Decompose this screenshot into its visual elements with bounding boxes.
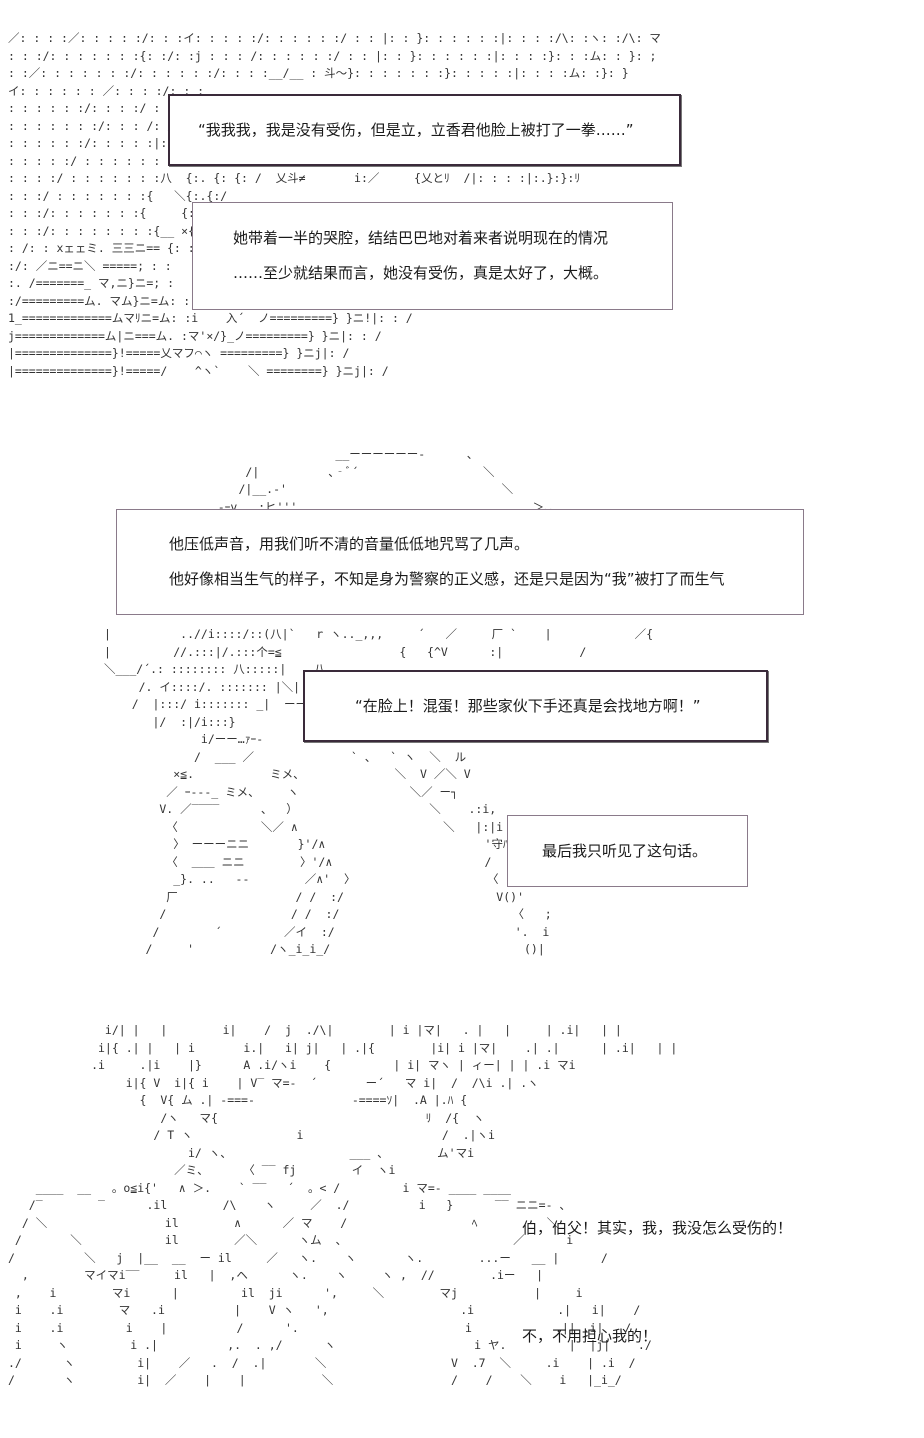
- ascii-art-panel-3: i/| | | i| / j ./\| | i |マ| . | | | .i| …: [8, 1023, 678, 1387]
- narration-line-1: 最后我只听见了这句话。: [542, 841, 708, 860]
- dialogue-block: 伯，伯父！其实，我，我没怎么受伤的！ 不，不用担心我的！: [522, 1138, 792, 1390]
- ascii-art-panel-2-top: __ーーーーーー- 、 /| ､‐ﾞ´ ＼ /|__.‐' ＼ _ .. ‐ｰv…: [176, 447, 556, 514]
- dialogue-line-2: 不，不用担心我的！: [522, 1327, 658, 1345]
- narration-box-small: 最后我只听见了这句话。: [507, 815, 748, 887]
- ascii-art-panel-2-bottom: | ..//i::::/::(八|` r ヽ.._,,, ´ ／ 厂 ` | ／…: [104, 627, 654, 956]
- narration-line-2: ……至少就结果而言，她没有受伤，真是太好了，大概。: [233, 264, 609, 282]
- speech-box-panel-2: “在脸上！混蛋！那些家伙下手还真是会找地方啊！”: [303, 670, 768, 742]
- narration-box-panel-2: 他压低声音，用我们听不清的音量低低地咒骂了几声。 他好像相当生气的样子，不知是身…: [116, 509, 804, 615]
- narration-line-2: 他好像相当生气的样子，不知是身为警察的正义感，还是只是因为“我”被打了而生气: [169, 570, 725, 588]
- speech-text: “我我我，我是没有受伤，但是立，立香君他脸上被打了一拳……”: [198, 120, 634, 139]
- narration-line-1: 他压低声音，用我们听不清的音量低低地咒骂了几声。: [169, 535, 530, 553]
- ascii-art-panel-1: ／: : : :／: : : : :/: : :イ: : : : :/: : :…: [8, 31, 661, 378]
- speech-box-panel-1: “我我我，我是没有受伤，但是立，立香君他脸上被打了一拳……”: [168, 94, 681, 166]
- narration-line-1: 她带着一半的哭腔，结结巴巴地对着来者说明现在的情况: [233, 229, 609, 247]
- speech-text: “在脸上！混蛋！那些家伙下手还真是会找地方啊！”: [355, 696, 701, 715]
- narration-box-panel-1: 她带着一半的哭腔，结结巴巴地对着来者说明现在的情况 ……至少就结果而言，她没有受…: [192, 202, 673, 310]
- dialogue-line-1: 伯，伯父！其实，我，我没怎么受伤的！: [522, 1219, 793, 1237]
